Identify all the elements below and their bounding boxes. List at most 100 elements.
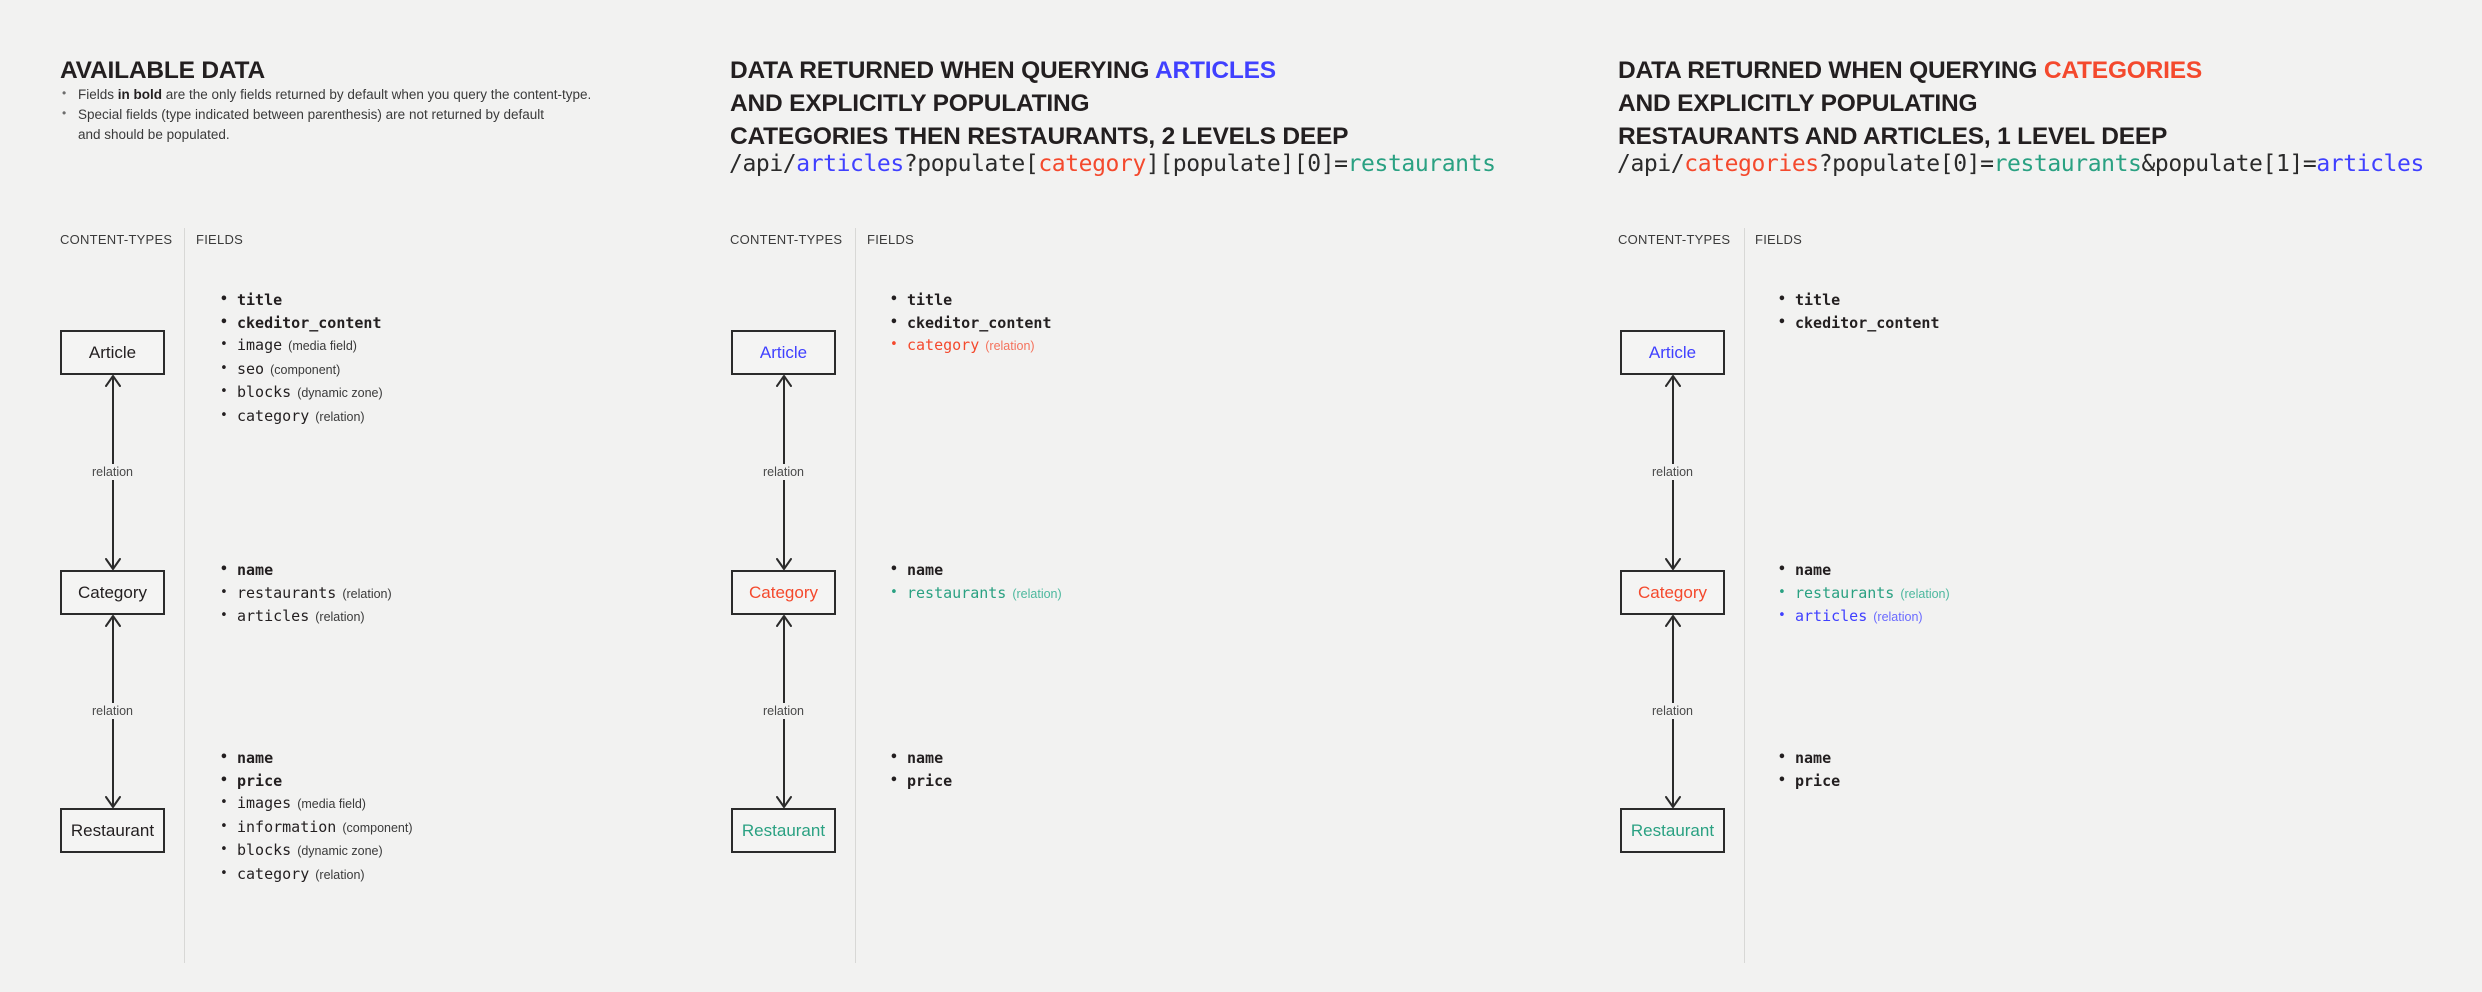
api-token: restaurants xyxy=(1993,151,2142,177)
api-endpoint: /api/articles?populate[category][populat… xyxy=(729,151,1496,177)
heading-line: DATA RETURNED WHEN QUERYING CATEGORIES xyxy=(1618,57,2203,85)
entity-label: Article xyxy=(759,342,808,362)
relation-connector: relation xyxy=(1649,615,1696,808)
relation-connector: relation xyxy=(760,615,807,808)
field-item: restaurants(relation) xyxy=(888,583,1062,604)
field-item: name xyxy=(1776,748,1840,768)
field-name: articles xyxy=(1795,607,1868,625)
field-name: title xyxy=(907,291,953,309)
column-caption-content-types: CONTENT-TYPES xyxy=(60,232,173,247)
column-caption-fields: FIELDS xyxy=(867,232,915,247)
entity-box-restaurant[interactable]: Restaurant xyxy=(1620,808,1725,853)
field-item: price xyxy=(1776,771,1840,791)
field-list-article: title ckeditor_content xyxy=(1776,290,1940,335)
panel-title: DATA RETURNED WHEN QUERYING CATEGORIES AN… xyxy=(1618,54,2202,153)
entity-box-article[interactable]: Article xyxy=(60,330,165,375)
field-list-article: titleckeditor_contentcategory(relation) xyxy=(888,290,1052,359)
field-type: (relation) xyxy=(1873,610,1923,624)
field-item: restaurants (relation) xyxy=(1776,583,1950,604)
field-name: category xyxy=(907,336,980,354)
heading-accent: ARTICLES xyxy=(1154,57,1276,85)
field-name: price xyxy=(1795,771,1841,790)
field-name: information xyxy=(237,817,337,836)
heading-line: AND EXPLICITLY POPULATING xyxy=(1618,90,1978,118)
field-item: images(media field) xyxy=(218,793,413,814)
field-list-restaurant: namepriceimages(media field)information(… xyxy=(218,748,413,887)
field-list-restaurant: name price xyxy=(1776,748,1840,793)
relation-label: relation xyxy=(89,702,136,719)
field-name: restaurants xyxy=(1795,583,1895,602)
field-list-category: name restaurants (relation) articles (relati… xyxy=(218,560,392,630)
field-item: articles (relation) xyxy=(1776,606,1950,627)
field-type: (relation) xyxy=(342,586,392,601)
relation-connector: relation xyxy=(89,375,136,570)
entity-box-article[interactable]: Article xyxy=(731,330,836,375)
field-name: images xyxy=(237,794,292,812)
relation-connector: relation xyxy=(89,615,136,808)
entity-box-category[interactable]: Category xyxy=(1620,570,1725,615)
field-name: name xyxy=(237,749,274,767)
field-name: blocks xyxy=(237,383,292,401)
relation-connector: relation xyxy=(760,375,807,570)
entity-label: Category xyxy=(78,582,147,602)
field-item: title xyxy=(1776,290,1940,310)
field-name: price xyxy=(237,771,283,790)
entity-label: Restaurant xyxy=(1630,820,1715,840)
field-item: name xyxy=(888,560,1062,580)
field-item: restaurants (relation) xyxy=(218,583,392,604)
entity-box-category[interactable]: Category xyxy=(60,570,165,615)
entity-label: Article xyxy=(1648,342,1697,362)
api-token: ?populate[ xyxy=(903,151,1039,177)
field-item: name xyxy=(218,748,413,768)
relation-label: relation xyxy=(89,463,136,480)
entity-box-category[interactable]: Category xyxy=(731,570,836,615)
field-name: image xyxy=(237,336,283,354)
field-item: name xyxy=(888,748,952,768)
field-item: ckeditor_content xyxy=(888,313,1052,333)
field-name: ckeditor_content xyxy=(1795,313,1940,332)
field-name: ckeditor_content xyxy=(907,313,1052,332)
entity-box-restaurant[interactable]: Restaurant xyxy=(60,808,165,853)
field-type: (relation) xyxy=(315,409,365,424)
field-item: articles (relation) xyxy=(218,606,392,627)
field-type: (relation) xyxy=(315,610,365,624)
column-caption-fields: FIELDS xyxy=(1755,232,1803,247)
field-list-article: titleckeditor_contentimage(media field)s… xyxy=(218,290,383,429)
field-item: price xyxy=(218,771,413,791)
field-name: category xyxy=(237,406,310,425)
field-list-category: name restaurants (relation) articles (relati… xyxy=(1776,560,1950,630)
field-name: category xyxy=(237,864,310,883)
heading-line: DATA RETURNED WHEN QUERYING ARTICLES xyxy=(730,57,1276,85)
field-type: (dynamic zone) xyxy=(297,844,383,858)
api-endpoint: /api/categories?populate[0]=restaurants&… xyxy=(1617,151,2424,177)
entity-label: Category xyxy=(1638,582,1707,602)
field-type: (relation) xyxy=(1900,586,1950,601)
entity-box-restaurant[interactable]: Restaurant xyxy=(731,808,836,853)
legend-note-item: and should be populated. xyxy=(78,127,230,142)
field-type: (dynamic zone) xyxy=(297,386,383,400)
entity-box-article[interactable]: Article xyxy=(1620,330,1725,375)
relation-label: relation xyxy=(760,702,807,719)
heading-line: AND EXPLICITLY POPULATING xyxy=(730,90,1090,118)
field-item: price xyxy=(888,771,952,791)
api-token: categories xyxy=(1684,151,1819,177)
field-name: ckeditor_content xyxy=(237,313,382,332)
field-item: ckeditor_content xyxy=(218,313,383,333)
api-token: &populate[1]= xyxy=(2141,151,2317,177)
column-divider xyxy=(855,228,856,963)
field-item: information(component) xyxy=(218,817,413,838)
api-token: /api/ xyxy=(1617,151,1685,177)
api-token: ][populate][0]= xyxy=(1145,151,1348,177)
field-item: name xyxy=(1776,560,1950,580)
field-name: name xyxy=(237,561,274,579)
api-token: category xyxy=(1038,151,1146,177)
field-item: name xyxy=(218,560,392,580)
field-name: restaurants xyxy=(237,583,337,602)
relation-label: relation xyxy=(1649,463,1696,480)
column-divider xyxy=(1744,228,1745,963)
field-name: articles xyxy=(237,607,310,625)
entity-label: Article xyxy=(88,342,137,362)
field-name: title xyxy=(1795,291,1841,309)
heading-line: CATEGORIES THEN RESTAURANTS, 2 LEVELS DE… xyxy=(730,123,1349,151)
